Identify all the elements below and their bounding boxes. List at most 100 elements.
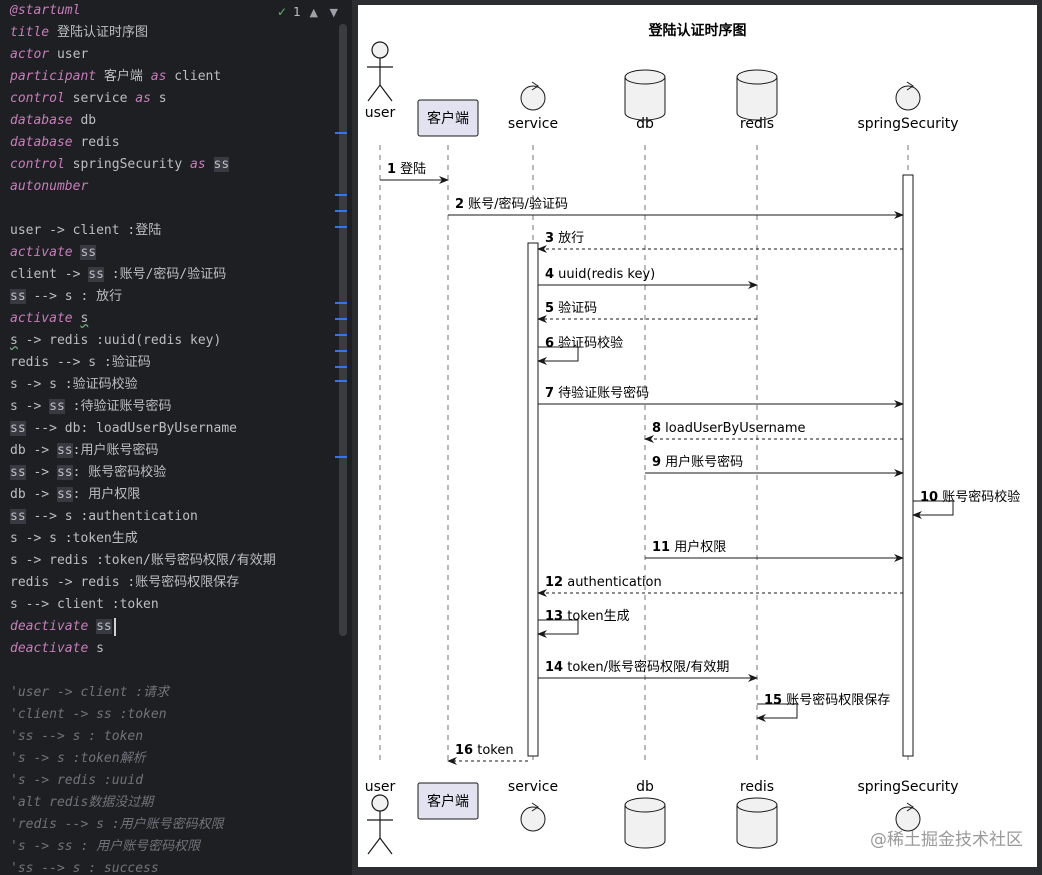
actor-leg xyxy=(379,84,393,102)
code-line[interactable]: s -> redis :token/账号密码权限/有效期 xyxy=(10,550,276,572)
code-line[interactable]: ss -> ss: 账号密码校验 xyxy=(10,462,166,484)
code-line[interactable]: deactivate ss xyxy=(10,616,112,638)
code-line[interactable]: ss --> s : 放行 xyxy=(10,286,122,308)
scrollbar-marker xyxy=(335,302,347,304)
code-line[interactable]: 'redis --> s :用户账号密码权限 xyxy=(10,814,224,836)
text-caret xyxy=(114,618,116,636)
participant-label-redis: redis xyxy=(740,116,774,132)
activation-bar-ss xyxy=(902,174,914,757)
code-line[interactable]: participant 客户端 as client xyxy=(10,66,221,88)
code-line[interactable]: 'ss --> s : success xyxy=(10,858,159,875)
message-text: 账号密码权限保存 xyxy=(782,692,890,708)
code-line[interactable]: s -> s :验证码校验 xyxy=(10,374,138,396)
code-line[interactable]: 's -> redis :uuid xyxy=(10,770,143,792)
code-token: activate xyxy=(10,311,73,326)
code-line[interactable]: 's -> s :token解析 xyxy=(10,748,146,770)
message-number: 8 xyxy=(652,421,661,436)
scrollbar-marker xyxy=(335,366,347,368)
message-9: 9 用户账号密码 xyxy=(645,454,904,477)
code-line[interactable]: db -> ss:用户账号密码 xyxy=(10,440,158,462)
code-line[interactable]: s -> redis :uuid(redis key) xyxy=(10,330,221,352)
code-line[interactable]: s -> ss :待验证账号密码 xyxy=(10,396,171,418)
scrollbar-marker xyxy=(335,226,347,228)
code-line[interactable]: user -> client :登陆 xyxy=(10,220,161,242)
message-11: 11 用户权限 xyxy=(645,539,904,562)
code-token: ss xyxy=(10,421,26,436)
actor-leg xyxy=(379,837,393,855)
message-5: 5 验证码 xyxy=(537,300,757,323)
code-line[interactable]: db -> ss: 用户权限 xyxy=(10,484,140,506)
code-token: ss xyxy=(10,465,26,480)
code-line[interactable]: control service as s xyxy=(10,88,167,110)
code-line[interactable]: 'client -> ss :token xyxy=(10,704,167,726)
self-message-arrow xyxy=(756,703,798,722)
code-line[interactable]: redis --> s :验证码 xyxy=(10,352,151,374)
message-text: authentication xyxy=(563,575,662,590)
inspection-widget[interactable]: ✓ 1 ▲ ▼ xyxy=(277,4,341,20)
chevron-down-icon[interactable]: ▼ xyxy=(329,5,338,19)
message-text: token xyxy=(473,743,514,758)
code-token: -> xyxy=(25,465,57,480)
participant-label-client: 客户端 xyxy=(427,110,469,127)
code-token: 'redis --> s :用户账号密码权限 xyxy=(10,817,224,832)
message-label: 5 验证码 xyxy=(545,300,597,316)
code-token: --> s :authentication xyxy=(25,509,198,524)
message-number: 6 xyxy=(545,336,554,351)
code-line[interactable]: title 登陆认证时序图 xyxy=(10,22,148,44)
code-line[interactable]: deactivate s xyxy=(10,638,104,660)
code-token: ss xyxy=(88,267,104,282)
code-token: database xyxy=(10,135,73,150)
code-line[interactable]: 's -> ss : 用户账号密码权限 xyxy=(10,836,200,858)
code-token: database xyxy=(10,113,73,128)
code-line[interactable]: s --> client :token xyxy=(10,594,159,616)
code-token: 'client -> ss :token xyxy=(10,707,167,722)
code-line[interactable]: control springSecurity as ss xyxy=(10,154,230,176)
message-8: 8 loadUserByUsername xyxy=(644,421,903,443)
code-line[interactable]: 'alt redis数据没过期 xyxy=(10,792,153,814)
message-1: 1 登陆 xyxy=(380,161,449,184)
code-token: deactivate xyxy=(10,641,89,656)
control-circle-icon xyxy=(520,85,546,111)
code-line[interactable]: activate ss xyxy=(10,242,97,264)
inspection-count: 1 xyxy=(293,5,301,19)
database-cylinder-icon xyxy=(736,69,778,85)
participant-box-client xyxy=(417,782,479,820)
participant-label-s: service xyxy=(508,779,558,795)
chevron-up-icon[interactable]: ▲ xyxy=(309,5,318,19)
code-token: redis --> s :验证码 xyxy=(10,355,151,370)
code-line[interactable]: s -> s :token生成 xyxy=(10,528,138,550)
code-line[interactable]: 'ss --> s : token xyxy=(10,726,143,748)
message-number: 7 xyxy=(545,386,554,401)
code-line[interactable]: redis -> redis :账号密码权限保存 xyxy=(10,572,239,594)
code-line[interactable]: ss --> s :authentication xyxy=(10,506,198,528)
code-line[interactable]: ss --> db: loadUserByUsername xyxy=(10,418,237,440)
code-token: control xyxy=(10,91,65,106)
message-number: 16 xyxy=(455,743,473,758)
code-line[interactable]: client -> ss :账号/密码/验证码 xyxy=(10,264,226,286)
code-token: -> redis :uuid(redis key) xyxy=(17,333,222,348)
message-label: 9 用户账号密码 xyxy=(652,454,743,470)
scrollbar-marker xyxy=(335,194,347,196)
message-number: 15 xyxy=(764,693,782,708)
participant-label-db: db xyxy=(636,116,654,132)
code-line[interactable]: database redis xyxy=(10,132,120,154)
message-number: 4 xyxy=(545,267,554,282)
code-line[interactable]: autonumber xyxy=(10,176,88,198)
code-line[interactable]: @startuml xyxy=(10,0,80,22)
code-line[interactable]: activate s xyxy=(10,308,88,330)
code-token: ss xyxy=(80,245,97,260)
database-body xyxy=(736,76,778,121)
code-line[interactable]: database db xyxy=(10,110,96,132)
code-token: client xyxy=(166,69,222,84)
code-token: actor xyxy=(10,47,50,62)
code-token: s --> client :token xyxy=(10,597,159,612)
code-token: as xyxy=(135,91,151,106)
code-line[interactable]: 'user -> client :请求 xyxy=(10,682,169,704)
scrollbar-thumb[interactable] xyxy=(339,24,347,636)
control-arrow xyxy=(531,81,539,91)
code-line[interactable]: actor user xyxy=(10,44,88,66)
message-text: token/账号密码权限/有效期 xyxy=(563,659,729,675)
code-token: 'alt redis数据没过期 xyxy=(10,795,154,810)
